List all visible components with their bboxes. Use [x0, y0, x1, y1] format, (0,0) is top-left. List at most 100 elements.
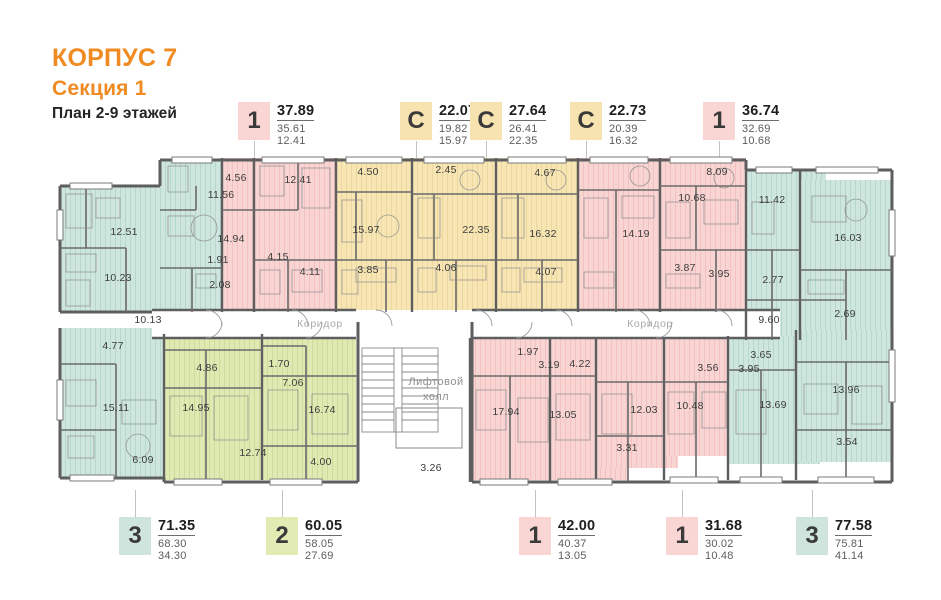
room-count-badge: 3	[796, 517, 828, 555]
kitchen-area: 22.35	[509, 135, 538, 147]
room-area: 15.11	[102, 402, 130, 414]
room-area: 13.05	[549, 409, 577, 421]
room-area: 4.22	[569, 358, 591, 370]
callout-values: 36.74 32.69 10.68	[742, 102, 780, 147]
room-area: 14.94	[217, 233, 245, 245]
callout-top-2[interactable]: C 22.07 19.82 15.97	[400, 102, 477, 147]
leader-line	[719, 141, 720, 159]
room-area: 16.32	[529, 228, 557, 240]
lift-hall-label: Лифтовой холл	[408, 376, 464, 403]
room-area: 2.77	[762, 274, 784, 286]
kitchen-area: 41.14	[835, 550, 864, 562]
leader-line	[254, 141, 255, 159]
room-area: 11.42	[758, 194, 786, 206]
room-area: 4.06	[435, 262, 457, 274]
room-area: 3.19	[538, 359, 560, 371]
kitchen-area: 10.68	[742, 135, 771, 147]
room-area: 16.03	[834, 232, 862, 244]
apartment-block-teal-upper-left[interactable]	[60, 186, 160, 311]
room-area: 12.51	[110, 226, 138, 238]
room-area: 4.07	[535, 266, 557, 278]
leader-line	[535, 490, 536, 517]
leader-line	[416, 141, 417, 159]
callout-top-5[interactable]: 1 36.74 32.69 10.68	[703, 102, 780, 147]
room-area: 3.31	[616, 442, 638, 454]
callout-values: 42.00 40.37 13.05	[558, 517, 596, 562]
room-area: 16.74	[308, 404, 336, 416]
room-area: 2.08	[209, 279, 231, 291]
room-area: 22.35	[462, 224, 490, 236]
corridor-label-right: Коридор	[627, 318, 673, 330]
leader-line	[135, 490, 136, 517]
room-area: 3.26	[420, 462, 442, 474]
callout-bottom-1[interactable]: 3 71.35 68.30 34.30	[119, 517, 196, 562]
total-area: 42.00	[558, 518, 596, 536]
living-area: 58.05	[305, 538, 334, 550]
room-area: 3.87	[674, 262, 696, 274]
total-area: 22.07	[439, 103, 477, 121]
room-area: 11.56	[207, 189, 235, 201]
room-area: 3.65	[750, 349, 772, 361]
leader-line	[812, 490, 813, 517]
total-area: 60.05	[305, 518, 343, 536]
room-area: 2.69	[834, 308, 856, 320]
callout-top-1[interactable]: 1 37.89 35.61 12.41	[238, 102, 315, 147]
room-count-badge: 2	[266, 517, 298, 555]
room-count-badge: C	[470, 102, 502, 140]
living-area: 35.61	[277, 123, 306, 135]
room-area: 4.11	[299, 266, 321, 278]
callout-values: 60.05 58.05 27.69	[305, 517, 343, 562]
room-count-badge: C	[570, 102, 602, 140]
room-area: 1.97	[517, 346, 539, 358]
total-area: 27.64	[509, 103, 547, 121]
room-area: 6.09	[132, 454, 154, 466]
leader-line	[282, 490, 283, 517]
room-area: 2.45	[435, 164, 457, 176]
kitchen-area: 13.05	[558, 550, 587, 562]
callout-values: 71.35 68.30 34.30	[158, 517, 196, 562]
room-area: 4.67	[534, 167, 556, 179]
room-area: 4.00	[310, 456, 332, 468]
section-title: Секция 1	[52, 76, 147, 100]
room-area: 15.97	[352, 224, 380, 236]
room-area: 4.56	[225, 172, 247, 184]
room-area: 10.23	[104, 272, 132, 284]
callout-bottom-2[interactable]: 2 60.05 58.05 27.69	[266, 517, 343, 562]
floorplan-drawing[interactable]: 12.51 11.56 1.91 10.23 2.08 10.13 4.77 1…	[56, 150, 896, 495]
room-count-badge: 1	[666, 517, 698, 555]
room-area: 13.69	[759, 399, 787, 411]
callout-bottom-5[interactable]: 3 77.58 75.81 41.14	[796, 517, 873, 562]
living-area: 30.02	[705, 538, 734, 550]
corridor-label-left: Коридор	[297, 318, 343, 330]
room-area: 3.95	[708, 268, 730, 280]
living-area: 20.39	[609, 123, 638, 135]
room-area: 3.54	[836, 436, 858, 448]
apartment-block-pink-u4[interactable]	[660, 158, 746, 312]
living-area: 68.30	[158, 538, 187, 550]
room-count-badge: 1	[519, 517, 551, 555]
callout-top-4[interactable]: C 22.73 20.39 16.32	[570, 102, 647, 147]
kitchen-area: 12.41	[277, 135, 306, 147]
total-area: 77.58	[835, 518, 873, 536]
room-area: 14.95	[182, 402, 210, 414]
room-area: 1.91	[207, 254, 229, 266]
leader-line	[586, 141, 587, 159]
callout-values: 22.07 19.82 15.97	[439, 102, 477, 147]
room-area: 14.19	[622, 228, 650, 240]
room-area: 10.68	[678, 192, 706, 204]
callout-values: 37.89 35.61 12.41	[277, 102, 315, 147]
callout-bottom-4[interactable]: 1 31.68 30.02 10.48	[666, 517, 743, 562]
living-area: 26.41	[509, 123, 538, 135]
callout-bottom-3[interactable]: 1 42.00 40.37 13.05	[519, 517, 596, 562]
room-area: 12.74	[239, 447, 267, 459]
total-area: 71.35	[158, 518, 196, 536]
living-area: 40.37	[558, 538, 587, 550]
room-area: 8.09	[706, 166, 728, 178]
room-area: 12.41	[284, 174, 312, 186]
kitchen-area: 10.48	[705, 550, 734, 562]
callout-values: 22.73 20.39 16.32	[609, 102, 647, 147]
total-area: 37.89	[277, 103, 315, 121]
room-area: 4.50	[357, 166, 379, 178]
callout-top-3[interactable]: C 27.64 26.41 22.35	[470, 102, 547, 147]
